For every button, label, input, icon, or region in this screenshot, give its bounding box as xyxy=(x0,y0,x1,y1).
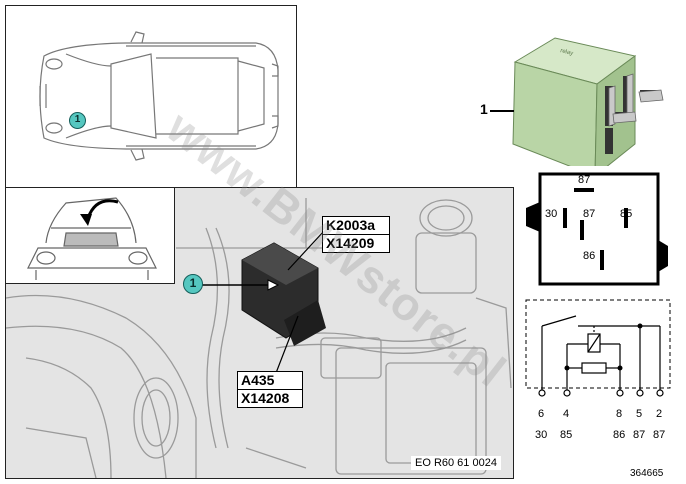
part-label-leader xyxy=(490,110,514,112)
schematic-pin-4: 4 xyxy=(563,408,570,420)
schematic-terminal-85: 85 xyxy=(560,429,573,441)
car-top-view-drawing xyxy=(39,31,279,161)
schematic-terminal-30: 30 xyxy=(535,429,548,441)
schematic-pin-5: 5 xyxy=(636,408,643,420)
hood-open-inset xyxy=(5,187,175,284)
diagram-code: EO R60 61 0024 xyxy=(411,456,501,470)
image-number: 364665 xyxy=(630,468,664,479)
relay-terminal-top: 87 xyxy=(578,174,591,186)
engine-bay-drawing xyxy=(6,198,512,478)
relay-drawing: relay xyxy=(512,37,664,178)
relay-pinout-diagram: 87 30 87 85 86 xyxy=(520,170,670,290)
module-id-label: A435 xyxy=(241,372,275,388)
relay-id-label: K2003a xyxy=(326,217,376,233)
connector-callout-1: 1 xyxy=(183,274,203,294)
connector-label-top: K2003a X14209 xyxy=(322,216,390,253)
hood-arrow-icon xyxy=(86,199,119,219)
hood-open-drawing xyxy=(27,197,157,280)
relay-terminal-center: 87 xyxy=(583,208,596,220)
connector-id-label: X14209 xyxy=(323,234,389,252)
location-callout-1: 1 xyxy=(69,112,86,129)
connector-label-bottom: A435 X14208 xyxy=(237,371,303,408)
schematic-terminal-87b: 87 xyxy=(653,429,666,441)
part-label-1: 1 xyxy=(480,101,488,117)
vehicle-location-panel: 1 xyxy=(5,5,297,188)
schematic-pin-6: 6 xyxy=(538,408,545,420)
relay-terminal-bottom: 86 xyxy=(583,250,596,262)
schematic-pin-2: 2 xyxy=(656,408,663,420)
schematic-pin-8: 8 xyxy=(616,408,623,420)
connector-id-label-bottom: X14208 xyxy=(238,389,302,407)
schematic-terminal-86: 86 xyxy=(613,429,626,441)
relay-schematic: 6 4 8 5 2 30 85 86 87 87 xyxy=(522,296,674,446)
relay-terminal-left: 30 xyxy=(545,208,558,220)
relay-terminal-right: 85 xyxy=(620,208,633,220)
relay-schematic-drawing xyxy=(525,299,671,397)
relay-picture: relay xyxy=(505,26,675,178)
schematic-terminal-87a: 87 xyxy=(633,429,646,441)
svg-text:relay: relay xyxy=(560,48,574,57)
